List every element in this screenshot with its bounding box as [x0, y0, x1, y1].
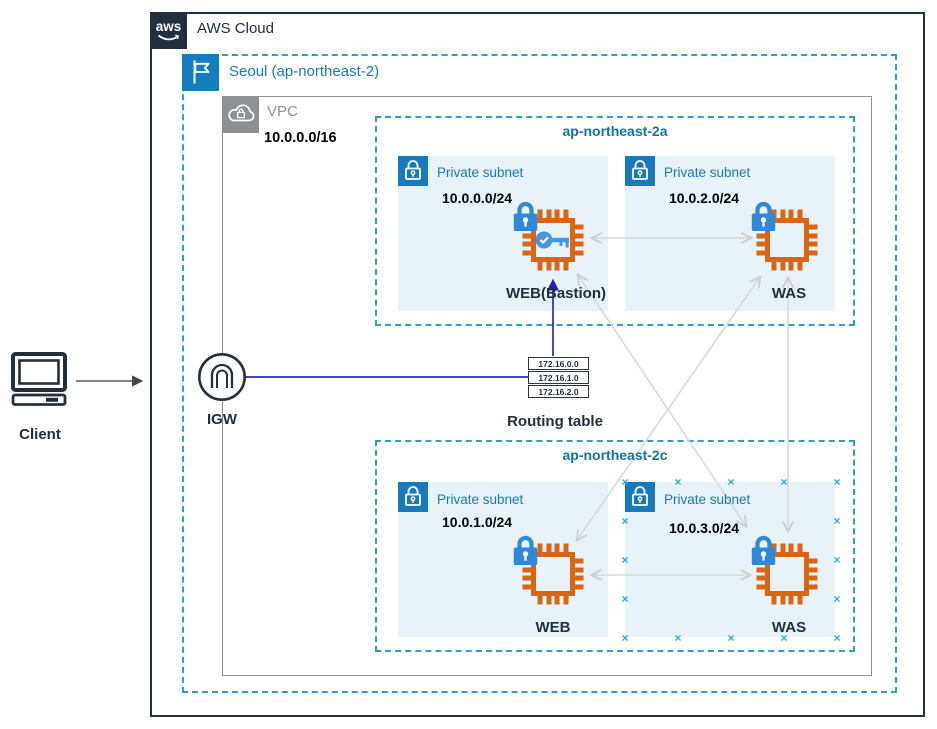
- private-subnet-lock-icon: [625, 156, 655, 186]
- subnet-cidr: 10.0.1.0/24: [442, 514, 513, 530]
- selection-handle-x[interactable]: ×: [780, 475, 788, 489]
- selection-handle-x[interactable]: ×: [621, 514, 629, 528]
- region-title: Seoul (ap-northeast-2): [229, 63, 380, 80]
- routing-table-label: Routing table: [507, 413, 603, 430]
- selection-handle-x[interactable]: ×: [833, 631, 841, 645]
- padlock-icon: [750, 200, 777, 233]
- instance-label-web-2c: WEB: [535, 619, 571, 636]
- key-pair-icon: [535, 229, 571, 251]
- region-group[interactable]: [182, 54, 897, 693]
- instance-label-web-bastion: WEB(Bastion): [506, 285, 606, 302]
- routing-table[interactable]: 172.16.0.0 172.16.1.0 172.16.2.0: [528, 357, 589, 398]
- instance-label-was-2c: WAS: [771, 619, 807, 636]
- subnet-cidr: 10.0.3.0/24: [669, 520, 740, 536]
- instance-label-was-2a: WAS: [771, 285, 807, 302]
- selection-handle-x[interactable]: ×: [727, 631, 735, 645]
- igw-label: IGW: [207, 411, 237, 428]
- routing-table-entry: 172.16.0.0: [528, 357, 589, 370]
- selection-handle-x[interactable]: ×: [621, 631, 629, 645]
- subnet-label: Private subnet: [437, 165, 524, 180]
- padlock-icon: [512, 534, 539, 567]
- selection-handle-x[interactable]: ×: [833, 514, 841, 528]
- selection-handle-x[interactable]: ×: [727, 475, 735, 489]
- selection-handle-x[interactable]: ×: [833, 553, 841, 567]
- internet-gateway-icon[interactable]: [196, 351, 248, 403]
- az-2a-title: ap-northeast-2a: [562, 123, 668, 139]
- subnet-label: Private subnet: [664, 165, 751, 180]
- private-subnet-lock-icon: [625, 482, 655, 512]
- selection-handle-x[interactable]: ×: [833, 475, 841, 489]
- selection-handle-x[interactable]: ×: [780, 631, 788, 645]
- routing-table-entry: 172.16.2.0: [528, 385, 589, 398]
- subnet-cidr: 10.0.0.0/24: [442, 190, 513, 206]
- selection-handle-x[interactable]: ×: [833, 592, 841, 606]
- vpc-title: VPC: [267, 103, 298, 120]
- vpc-cloud-icon: [222, 96, 259, 133]
- aws-cloud-icon: [150, 12, 187, 49]
- private-subnet-lock-icon: [398, 156, 428, 186]
- az-2c-title: ap-northeast-2c: [562, 447, 668, 463]
- padlock-icon: [512, 200, 539, 233]
- vpc-cidr: 10.0.0.0/16: [264, 130, 337, 146]
- selection-handle-x[interactable]: ×: [621, 592, 629, 606]
- routing-table-entry: 172.16.1.0: [528, 371, 589, 384]
- region-flag-icon: [182, 54, 219, 91]
- private-subnet-lock-icon: [398, 482, 428, 512]
- aws-logo-icon: [150, 12, 187, 49]
- selection-handle-x[interactable]: ×: [674, 475, 682, 489]
- client-monitor-icon[interactable]: [10, 351, 68, 407]
- padlock-icon: [750, 534, 777, 567]
- selection-handle-x[interactable]: ×: [621, 553, 629, 567]
- subnet-label: Private subnet: [664, 492, 751, 507]
- selection-handle-x[interactable]: ×: [674, 631, 682, 645]
- client-label: Client: [19, 426, 61, 443]
- subnet-label: Private subnet: [437, 492, 524, 507]
- aws-cloud-title: AWS Cloud: [197, 20, 274, 37]
- selection-handle-x[interactable]: ×: [621, 475, 629, 489]
- subnet-cidr: 10.0.2.0/24: [669, 190, 740, 206]
